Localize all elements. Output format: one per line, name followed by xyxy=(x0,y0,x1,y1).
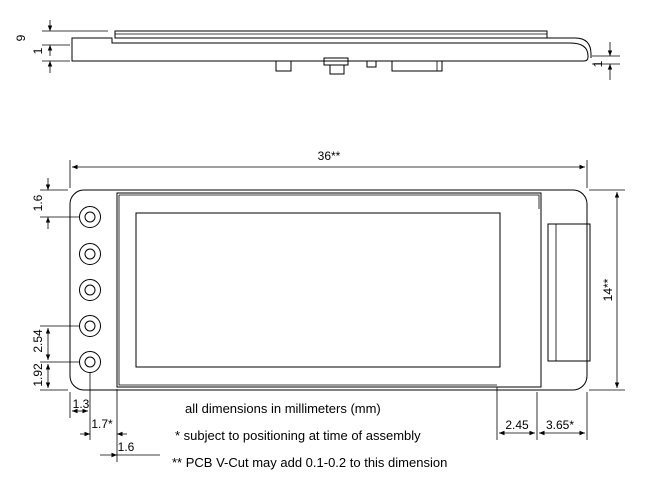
dim-hole-x2: 1.7* xyxy=(91,417,113,431)
dim-left-margin: 1.6 xyxy=(118,440,135,454)
side-connector xyxy=(391,60,443,72)
dim-thickness: 9 xyxy=(14,34,28,41)
display-active-area xyxy=(135,212,501,368)
dim-length: 36** xyxy=(318,149,341,163)
fpc-connector xyxy=(547,223,591,362)
side-display-glass xyxy=(114,30,548,39)
side-component xyxy=(329,64,345,75)
side-component xyxy=(366,60,377,68)
dim-pcb-right: 1 xyxy=(591,60,605,67)
side-view: 9 1 1 xyxy=(14,20,620,80)
dim-hole-pitch: 2.54 xyxy=(31,329,45,353)
top-view: 36** 14** 1.6 2.54 1.92 1.3 1.7* xyxy=(31,149,625,462)
dim-height: 14** xyxy=(601,278,615,301)
note-vcut: ** PCB V-Cut may add 0.1-0.2 to this dim… xyxy=(172,455,448,470)
display-module xyxy=(116,192,542,388)
mounting-holes xyxy=(79,206,101,373)
dim-hole-x: 1.3 xyxy=(73,397,90,411)
dim-connector: 3.65* xyxy=(546,418,574,432)
dim-top-margin: 1.6 xyxy=(31,194,45,211)
note-positioning: * subject to positioning at time of asse… xyxy=(175,428,421,443)
pcb-outline xyxy=(69,189,588,391)
side-pcb xyxy=(71,37,589,62)
dim-hole-bottom: 1.92 xyxy=(31,363,45,387)
note-units: all dimensions in millimeters (mm) xyxy=(185,401,381,416)
dim-right-inner: 2.45 xyxy=(505,418,529,432)
side-component xyxy=(275,60,292,72)
display-glass-edge xyxy=(118,194,540,386)
dim-pcb-left: 1 xyxy=(31,47,45,54)
